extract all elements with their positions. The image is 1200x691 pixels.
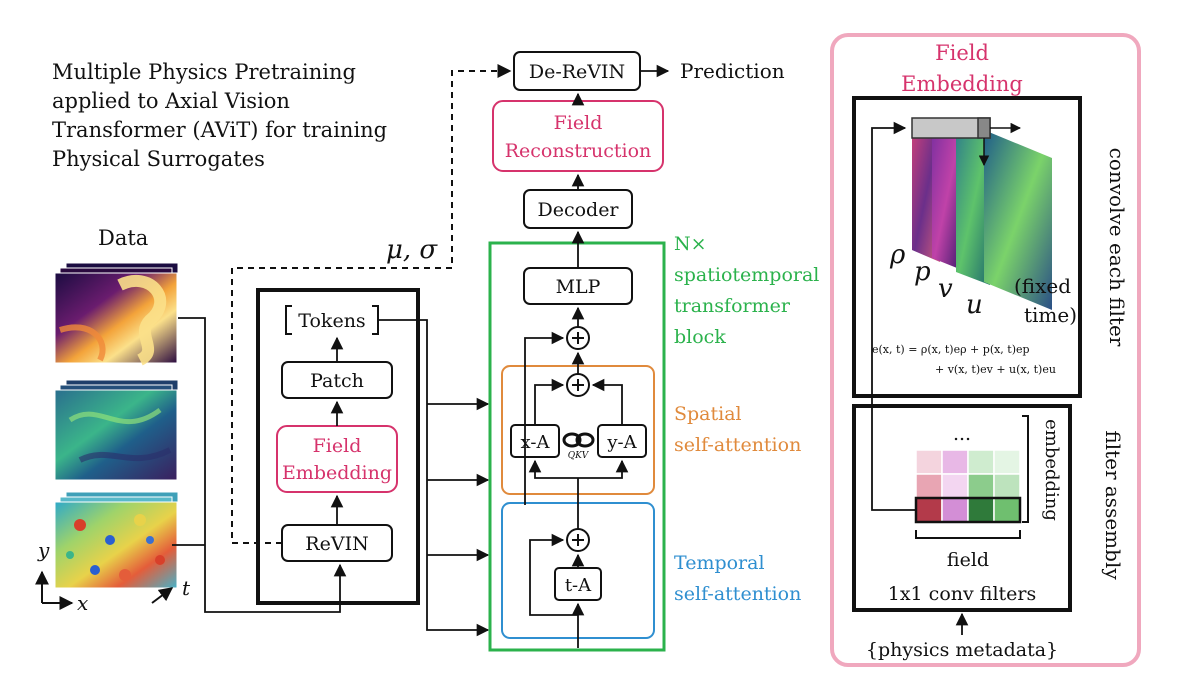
prediction-label: Prediction <box>680 59 785 83</box>
filter-assembly-frame <box>852 404 1072 612</box>
panel-title-2: Embedding <box>901 72 1023 96</box>
physics-metadata-label: {physics metadata} <box>866 639 1058 661</box>
convolve-frame <box>852 96 1082 398</box>
field-axis-label: field <box>947 549 989 571</box>
data-stack-jet <box>54 491 179 590</box>
u-label: u <box>966 290 983 320</box>
equation-line-1: e(x, t) = ρ(x, t)eρ + p(x, t)ep <box>872 343 1030 356</box>
stats-dashed-path <box>231 64 512 544</box>
ya-label: y-A <box>606 432 637 453</box>
equation-line-2: + v(x, t)ev + u(x, t)eu <box>935 363 1056 376</box>
ta-label: t-A <box>565 575 592 596</box>
reconstruction-label-1: Field <box>554 112 603 134</box>
temporal-label: Temporal self-attention <box>674 552 801 605</box>
tokens-node: Tokens <box>285 305 379 335</box>
axis-y-label: y <box>37 538 50 562</box>
axis-t-label: t <box>182 576 191 600</box>
filter-feedback-arrow <box>871 121 916 511</box>
title-block: Multiple Physics Pretraining applied to … <box>52 60 387 171</box>
reconstruction-label-2: Reconstruction <box>505 140 652 162</box>
convolve-label: convolve each filter <box>1105 148 1129 347</box>
xa-label: x-A <box>521 432 551 453</box>
conv-filters-label: 1x1 conv filters <box>888 583 1036 605</box>
title-line-4: Physical Surrogates <box>52 147 265 171</box>
matrix-brackets <box>915 415 1029 539</box>
residual-add-temporal <box>566 528 590 552</box>
patch-label: Patch <box>310 370 364 392</box>
field-embedding-label-1: Field <box>313 435 362 457</box>
residual-add-spatial <box>566 373 590 397</box>
data-stack-inferno <box>54 262 179 366</box>
title-line-2: applied to Axial Vision <box>52 89 290 113</box>
filter-assembly-label: filter assembly <box>1101 430 1125 580</box>
fixed-time-1: (fixed <box>1014 274 1071 298</box>
filter-matrix <box>915 449 1021 523</box>
data-stack-viridis <box>54 379 179 481</box>
revin-label: ReVIN <box>305 533 368 555</box>
data-label: Data <box>98 226 148 250</box>
axis-x-label: x <box>77 591 88 615</box>
field-embedding-panel <box>830 33 1141 667</box>
repeat-line-2: spatiotemporal <box>674 264 819 286</box>
encoder-frame <box>256 288 420 605</box>
spatial-line-2: self-attention <box>674 434 801 456</box>
head-arrows <box>571 64 670 190</box>
p-label: p <box>914 257 931 287</box>
tokens-fanout <box>378 319 490 637</box>
fixed-time-2: time) <box>1024 303 1077 327</box>
stats-label: μ, σ <box>386 235 438 265</box>
repeat-line-1: N× <box>674 233 707 255</box>
residual-add-top <box>566 326 590 350</box>
tokens-label: Tokens <box>298 310 365 332</box>
mlp-label: MLP <box>556 276 601 298</box>
matrix-dots: ... <box>953 423 971 445</box>
field-embedding-label-2: Embedding <box>282 462 392 484</box>
repeat-line-4: block <box>674 326 726 348</box>
qkv-link-icon <box>562 432 595 448</box>
axes-glyph <box>35 570 174 610</box>
title-line-1: Multiple Physics Pretraining <box>52 60 356 84</box>
derevin-label: De-ReVIN <box>529 61 625 83</box>
rho-label: ρ <box>889 240 906 270</box>
filter-kernel <box>911 117 1022 167</box>
temporal-line-1: Temporal <box>674 552 765 574</box>
field-images-stack <box>912 125 1052 310</box>
temporal-line-2: self-attention <box>674 583 801 605</box>
repeat-line-3: transformer <box>674 295 791 317</box>
data-connectors <box>172 317 347 613</box>
spatial-label: Spatial self-attention <box>674 403 801 456</box>
v-label: v <box>938 274 953 304</box>
title-line-3: Transformer (AViT) for training <box>52 118 387 142</box>
spatial-line-1: Spatial <box>674 403 742 425</box>
block-repeat-label: N× spatiotemporal transformer block <box>674 233 819 348</box>
panel-title-1: Field <box>935 41 989 65</box>
decoder-label: Decoder <box>537 199 619 221</box>
qkv-label: QKV <box>568 451 590 461</box>
block-arrows <box>524 230 629 648</box>
embedding-axis-label: embedding <box>1041 419 1062 521</box>
